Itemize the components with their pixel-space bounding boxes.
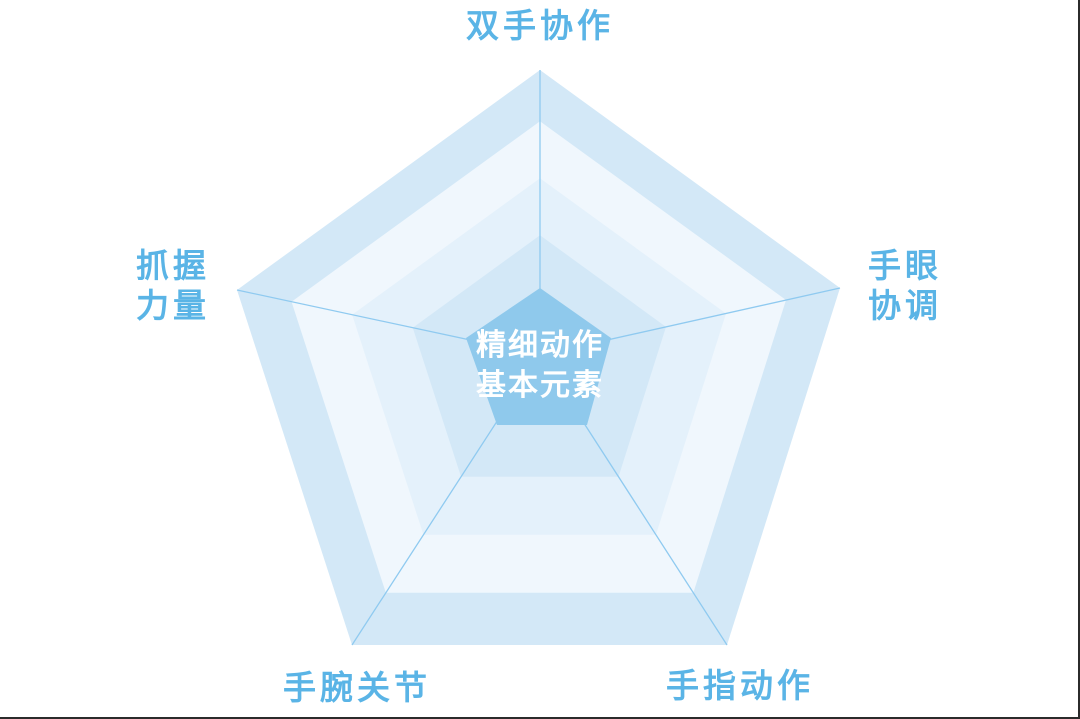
axis-label-hand-eye-coordination: 手眼 协调 — [868, 246, 942, 325]
axis-label-wrist-joint: 手腕关节 — [283, 668, 431, 707]
axis-label-finger-movement: 手指动作 — [666, 666, 814, 705]
core-pentagon — [466, 288, 611, 425]
axis-label-grip-strength: 抓握 力量 — [136, 246, 210, 325]
axis-label-two-hand-coordination: 双手协作 — [466, 6, 614, 45]
center-label: 精细动作 基本元素 — [476, 328, 604, 403]
